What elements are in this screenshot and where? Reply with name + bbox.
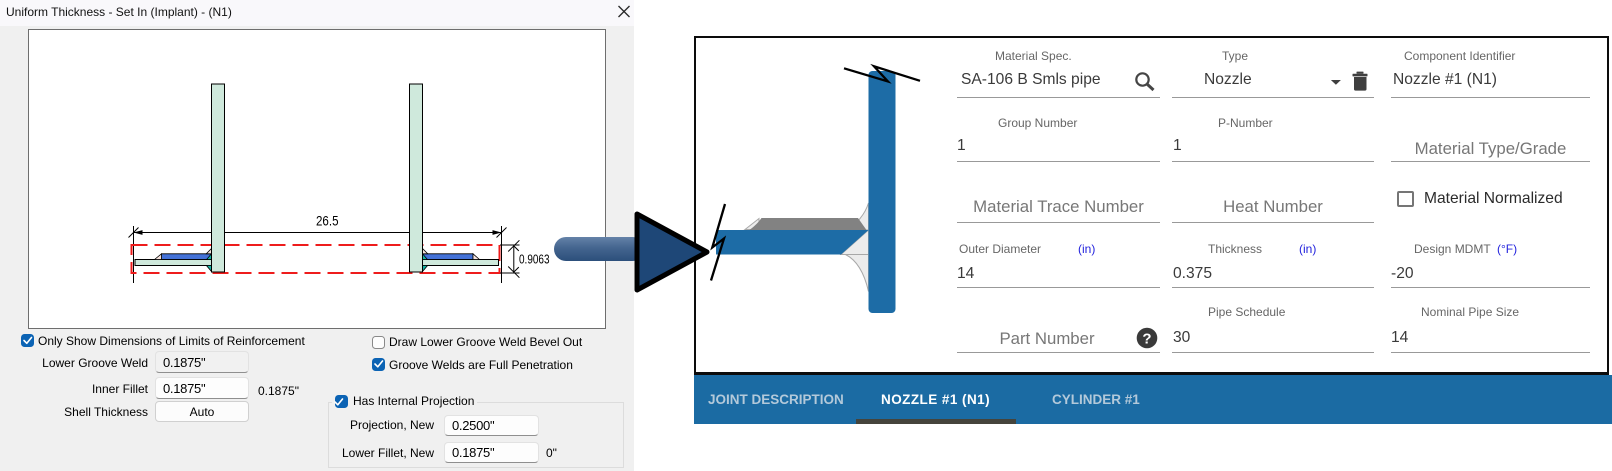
- svg-text:?: ?: [1142, 331, 1151, 348]
- svg-text:26.5: 26.5: [316, 214, 339, 229]
- svg-text:0.9063: 0.9063: [519, 252, 550, 267]
